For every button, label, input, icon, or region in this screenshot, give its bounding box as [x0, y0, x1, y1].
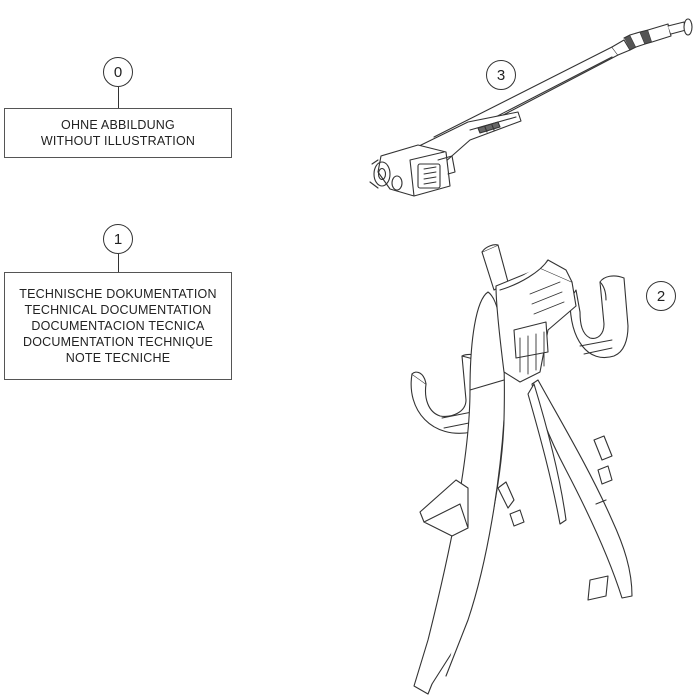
- callout-3-label: 3: [496, 66, 506, 84]
- callout-0-label: 0: [113, 63, 123, 81]
- box0-line-1: OHNE ABBILDUNG: [61, 118, 175, 132]
- box-technical-documentation: TECHNISCHE DOKUMENTATION TECHNICAL DOCUM…: [4, 272, 232, 380]
- box1-line-5: NOTE TECNICHE: [65, 351, 171, 365]
- callout-3[interactable]: 3: [486, 60, 516, 90]
- box1-line-4: DOCUMENTATION TECHNIQUE: [22, 335, 214, 349]
- callout-2[interactable]: 2: [646, 281, 676, 311]
- leader-line-0: [118, 87, 119, 108]
- box1-line-1: TECHNISCHE DOKUMENTATION: [19, 287, 217, 301]
- callout-2-label: 2: [656, 287, 666, 305]
- callout-0[interactable]: 0: [103, 57, 133, 87]
- box-without-illustration: OHNE ABBILDUNG WITHOUT ILLUSTRATION: [4, 108, 232, 158]
- callout-1-label: 1: [113, 230, 123, 248]
- leader-line-1: [118, 254, 119, 272]
- box1-line-2: TECHNICAL DOCUMENTATION: [24, 303, 212, 317]
- callout-1[interactable]: 1: [103, 224, 133, 254]
- box1-line-3: DOCUMENTACION TECNICA: [31, 319, 205, 333]
- box0-line-2: WITHOUT ILLUSTRATION: [40, 134, 196, 148]
